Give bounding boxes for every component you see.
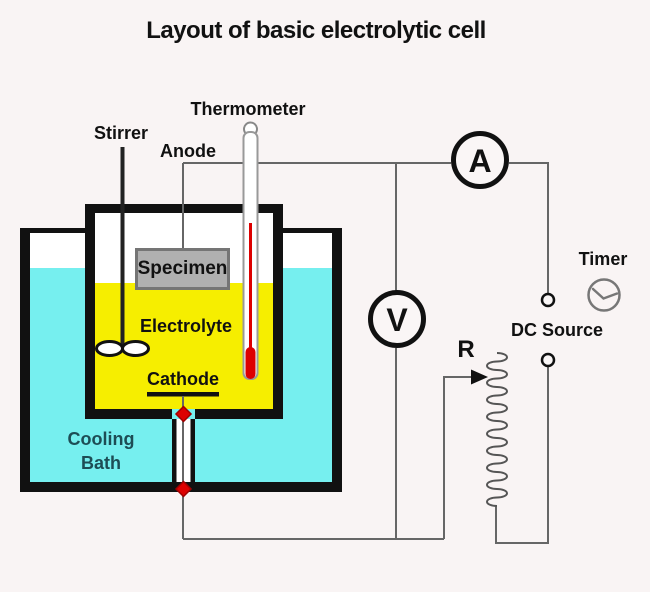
thermometer-column bbox=[249, 223, 252, 353]
ammeter-letter: A bbox=[468, 143, 491, 179]
red-connector-bottom bbox=[174, 480, 193, 498]
specimen-box: Specimen bbox=[135, 248, 230, 290]
resistor-label: R bbox=[457, 336, 475, 363]
ammeter-icon: A bbox=[451, 131, 509, 189]
voltmeter-icon: V bbox=[368, 290, 426, 348]
ammeter-circle bbox=[451, 131, 509, 189]
cathode-bar bbox=[147, 392, 219, 397]
inner-vessel-right-wall bbox=[273, 204, 283, 419]
top-wire-right bbox=[509, 162, 549, 294]
inner-vessel-bottom-left bbox=[85, 409, 172, 419]
dc-return-wire bbox=[495, 366, 549, 544]
voltmeter-letter: V bbox=[386, 302, 408, 338]
stirrer-propeller-left-icon bbox=[95, 340, 124, 357]
timer-label: Timer bbox=[578, 249, 628, 269]
voltmeter-circle bbox=[368, 290, 426, 348]
timer-clock-face bbox=[587, 278, 621, 312]
specimen-label: Specimen bbox=[137, 258, 228, 279]
cooling-bath-label-line1: Cooling bbox=[67, 429, 135, 449]
thermometer-label: Thermometer bbox=[190, 99, 306, 119]
outer-vessel-right-wall bbox=[332, 228, 342, 492]
inner-vessel-left-wall bbox=[85, 204, 95, 419]
electrolyte-label: Electrolyte bbox=[139, 316, 233, 336]
cathode-label: Cathode bbox=[147, 369, 219, 389]
dc-terminal-bottom bbox=[540, 352, 556, 368]
page-title: Layout of basic electrolytic cell bbox=[146, 17, 486, 44]
outer-vessel-rim-left bbox=[30, 228, 85, 233]
resistor-coil bbox=[486, 352, 508, 507]
outer-vessel-left-wall bbox=[20, 228, 30, 492]
stirrer-rod bbox=[120, 147, 125, 349]
dc-terminal-top bbox=[540, 292, 556, 308]
timer-clock-hands bbox=[591, 287, 619, 300]
stirrer-label: Stirrer bbox=[93, 123, 149, 143]
stirrer-propeller-right-icon bbox=[121, 340, 150, 357]
anode-label: Anode bbox=[160, 141, 216, 161]
thermometer-bulb bbox=[245, 347, 256, 379]
red-connector-top bbox=[174, 405, 193, 423]
tube-right-wall bbox=[190, 419, 195, 482]
tube-left-wall bbox=[172, 419, 177, 482]
timer-clock-icon bbox=[587, 278, 621, 312]
outer-vessel-rim-right bbox=[283, 228, 332, 233]
wiper-arrow-icon bbox=[471, 369, 488, 385]
inner-vessel-bottom-right bbox=[195, 409, 283, 419]
cooling-bath-label-line2: Bath bbox=[81, 453, 121, 473]
dc-source-label: DC Source bbox=[510, 320, 604, 340]
wiper-wire bbox=[443, 376, 471, 539]
thermometer-icon bbox=[242, 121, 259, 380]
stirrer bbox=[95, 147, 150, 357]
